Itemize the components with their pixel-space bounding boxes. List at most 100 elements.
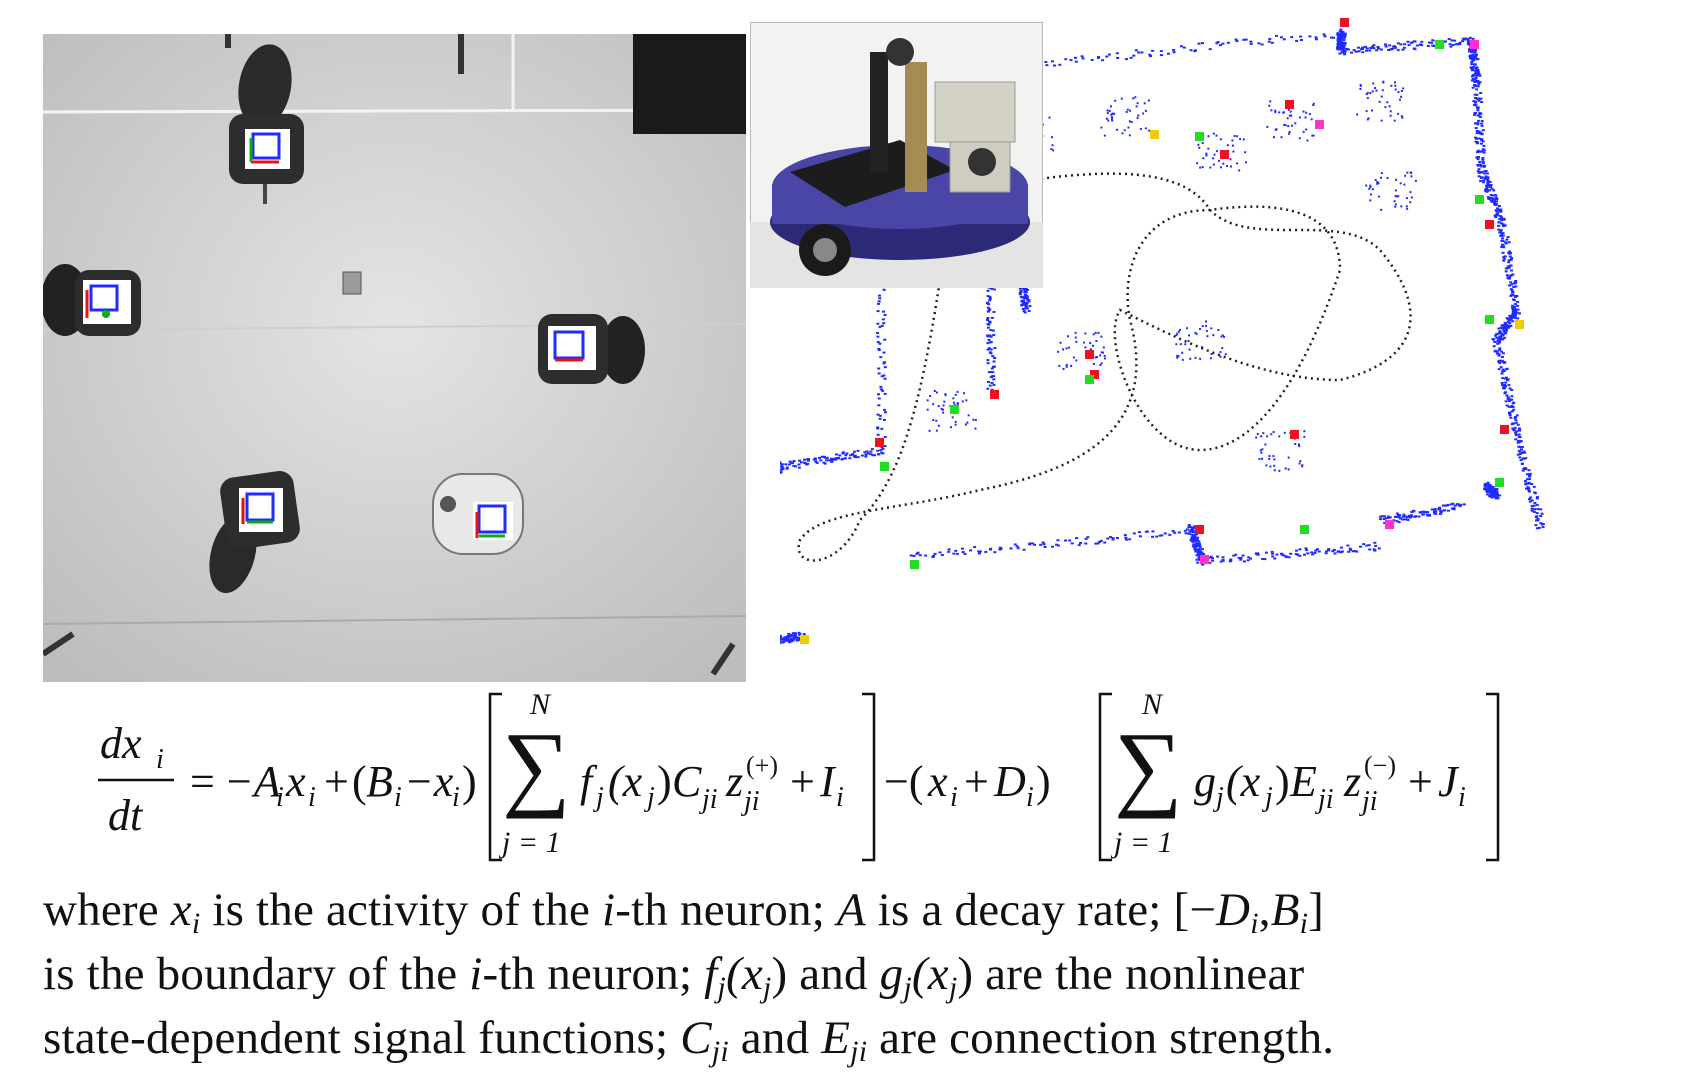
map-point <box>1125 111 1128 114</box>
map-point <box>1508 314 1512 317</box>
map-point <box>1477 137 1481 140</box>
map-point <box>1517 433 1521 436</box>
map-point <box>883 445 887 448</box>
map-point <box>1137 114 1140 117</box>
map-point <box>1504 327 1508 330</box>
map-point <box>1498 330 1502 333</box>
map-point <box>882 351 886 354</box>
map-point <box>1190 533 1194 536</box>
map-point <box>1287 468 1290 471</box>
map-point <box>1473 78 1477 81</box>
map-point <box>1065 347 1068 350</box>
map-point <box>780 463 784 466</box>
map-point <box>1395 195 1398 198</box>
var-D: D <box>1216 884 1251 936</box>
map-point <box>1216 41 1220 44</box>
map-point <box>990 367 994 370</box>
map-point <box>1399 182 1402 185</box>
map-point <box>1271 552 1275 555</box>
map-point <box>1264 443 1267 446</box>
map-point <box>1442 509 1446 512</box>
map-point <box>926 399 929 402</box>
map-point <box>1489 185 1493 188</box>
map-point <box>876 310 880 313</box>
map-point <box>1338 37 1342 40</box>
text: ) and <box>771 948 880 1000</box>
map-point <box>1336 550 1340 553</box>
map-point <box>1502 259 1506 262</box>
map-point <box>1124 58 1128 61</box>
map-point <box>876 427 880 430</box>
map-point <box>1101 59 1105 62</box>
map-point <box>1050 136 1053 139</box>
map-point <box>1136 116 1139 119</box>
map-point <box>1481 157 1485 160</box>
map-point <box>1484 485 1488 488</box>
map-point <box>1533 508 1537 511</box>
map-point <box>1504 267 1508 270</box>
map-point <box>1539 522 1543 525</box>
map-point <box>798 632 802 635</box>
map-point <box>1359 84 1362 87</box>
map-point <box>1388 44 1392 47</box>
map-point <box>1508 255 1512 258</box>
map-point <box>1458 505 1462 508</box>
map-point <box>1110 113 1113 116</box>
map-point <box>1050 147 1053 150</box>
map-point <box>986 317 990 320</box>
map-point <box>1434 512 1438 515</box>
map-point <box>802 633 806 636</box>
map-point <box>1021 307 1025 310</box>
map-point <box>1480 138 1484 141</box>
map-point <box>1193 525 1197 528</box>
map-point <box>1191 526 1195 529</box>
map-point <box>793 637 797 640</box>
map-point <box>1312 102 1315 105</box>
chair-1 <box>229 44 304 204</box>
map-point <box>1187 340 1190 343</box>
map-point <box>1402 46 1406 49</box>
map-point <box>1236 135 1239 138</box>
map-point <box>1499 366 1503 369</box>
map-point <box>1259 449 1262 452</box>
map-point <box>1421 510 1425 513</box>
map-point <box>1397 195 1400 198</box>
map-point <box>1466 40 1470 43</box>
map-point <box>1194 533 1198 536</box>
map-point <box>1015 545 1019 548</box>
map-point <box>1389 48 1393 51</box>
map-point <box>1486 177 1490 180</box>
map-point <box>1084 346 1087 349</box>
map-point <box>1492 495 1496 498</box>
map-point <box>882 288 886 291</box>
map-point <box>1508 322 1512 325</box>
map-point <box>1393 46 1397 49</box>
map-point <box>1198 146 1201 149</box>
map-point <box>870 448 874 451</box>
map-point <box>1369 184 1372 187</box>
map-point <box>931 556 935 559</box>
map-point <box>1507 318 1511 321</box>
map-point <box>1111 538 1115 541</box>
map-point <box>1476 97 1480 100</box>
map-point <box>1527 482 1531 485</box>
eq-g-arg-sub: j <box>1262 782 1273 813</box>
map-point <box>1197 540 1201 543</box>
robot-photo <box>750 22 1043 288</box>
map-point <box>1479 150 1483 153</box>
map-point <box>1384 106 1387 109</box>
map-point <box>1403 518 1407 521</box>
map-point <box>1474 56 1478 59</box>
map-point <box>1020 303 1024 306</box>
map-point <box>1273 458 1276 461</box>
map-point <box>1232 150 1235 153</box>
map-point <box>1456 43 1460 46</box>
text: are connection strength. <box>867 1012 1335 1064</box>
map-point <box>1089 348 1092 351</box>
map-point <box>1481 158 1485 161</box>
map-point <box>1518 456 1522 459</box>
map-point <box>1488 180 1492 183</box>
map-point <box>1500 324 1504 327</box>
map-point <box>1474 137 1478 140</box>
map-point <box>1226 144 1229 147</box>
